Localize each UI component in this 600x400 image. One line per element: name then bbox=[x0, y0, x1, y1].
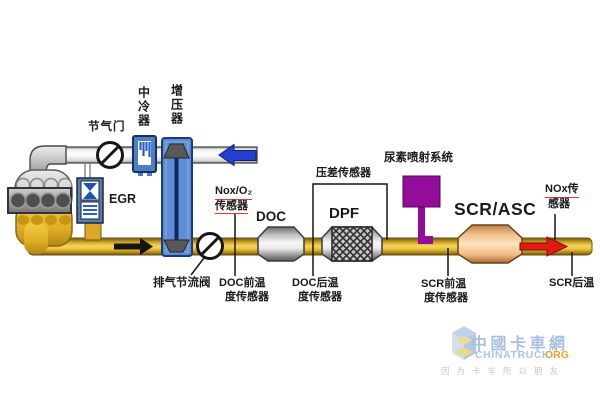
scr-asc-catalyst bbox=[457, 224, 523, 264]
chinatruck-logo-icon bbox=[452, 326, 476, 360]
turbocharger-unit bbox=[161, 137, 193, 257]
throttle-valve-icon bbox=[96, 141, 124, 169]
diff-pressure-sensor-label: 压差传感器 bbox=[316, 167, 371, 179]
exhaust-throttle-valve-icon bbox=[190, 232, 224, 276]
engine bbox=[7, 169, 73, 254]
scr-post-temp-sensor-label: SCR后温 bbox=[549, 277, 595, 289]
dpf-catalyst bbox=[321, 226, 383, 262]
scr-pre-temp-sensor-label: SCR前温 度传感器 bbox=[421, 278, 468, 305]
urea-injector bbox=[402, 175, 441, 244]
urea-injection-system-label: 尿素喷射系统 bbox=[384, 152, 453, 164]
doc-label: DOC bbox=[256, 209, 286, 224]
doc-post-temp-sensor-label: DOC后温 度传感器 bbox=[292, 277, 342, 304]
watermark-org-text: ORG bbox=[545, 349, 569, 361]
turbocharger-label: 增压器 bbox=[169, 84, 184, 126]
nox-sensor-label: NOx传 感器 bbox=[545, 183, 579, 211]
nox-o2-sensor-label-line1: Nox/O₂ bbox=[215, 185, 253, 200]
nox-o2-sensor-label: Nox/O₂ 传感器 bbox=[215, 185, 253, 214]
exhaust-throttle-valve-label: 排气节流阀 bbox=[153, 277, 211, 289]
scr-asc-label: SCR/ASC bbox=[454, 199, 537, 219]
scr-pre-temp-line2: 度传感器 bbox=[424, 291, 468, 304]
doc-pre-temp-line2: 度传感器 bbox=[225, 290, 269, 303]
doc-post-temp-line2: 度传感器 bbox=[298, 290, 342, 303]
exhaust-flow-arrow-icon bbox=[114, 238, 153, 255]
doc-pre-temp-line1: DOC前温 bbox=[219, 277, 266, 289]
nox-sensor-label-line2: 感器 bbox=[548, 197, 570, 210]
watermark-en-text: CHINATRUCK bbox=[475, 349, 551, 361]
scr-pre-temp-line1: SCR前温 bbox=[421, 278, 467, 290]
doc-pre-temp-sensor-label: DOC前温 度传感器 bbox=[219, 277, 269, 304]
watermark-slogan-text: 因为卡车所以朋友 bbox=[441, 366, 566, 376]
tailpipe-arrow-icon bbox=[519, 236, 569, 257]
nox-o2-sensor-label-line2: 传感器 bbox=[215, 200, 248, 214]
intake-air-arrow-icon bbox=[218, 143, 257, 167]
doc-post-temp-line1: DOC后温 bbox=[292, 277, 339, 289]
watermark-cn-text: 中國卡車網 bbox=[471, 336, 569, 353]
egr-valve-cooler bbox=[76, 163, 104, 241]
throttle-label: 节气门 bbox=[88, 121, 126, 133]
doc-catalyst bbox=[257, 226, 305, 262]
intercooler-label: 中冷器 bbox=[136, 86, 151, 128]
sensor-pointer-lines bbox=[234, 183, 573, 276]
intercooler-unit bbox=[132, 135, 157, 176]
egr-label: EGR bbox=[109, 192, 137, 206]
nox-sensor-label-line1: NOx传 bbox=[545, 183, 579, 198]
dpf-label: DPF bbox=[329, 205, 359, 222]
